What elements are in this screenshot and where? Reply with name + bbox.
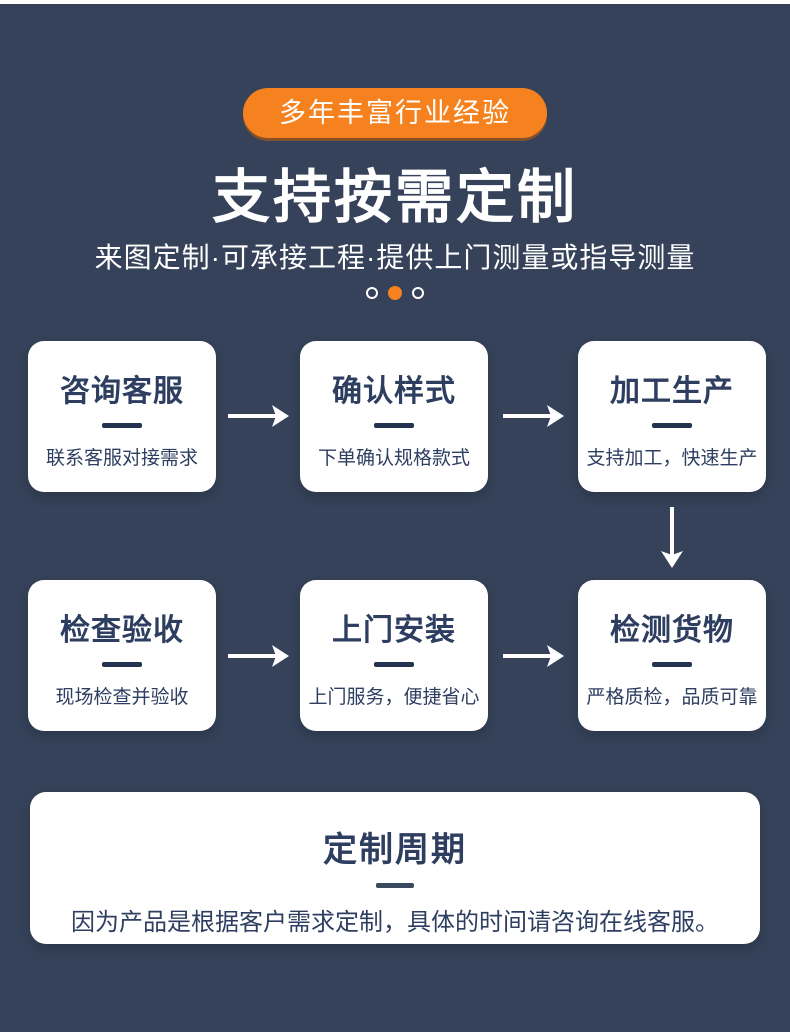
step-title: 确认样式 bbox=[332, 375, 456, 408]
title-dash bbox=[652, 423, 692, 428]
step-title: 上门安装 bbox=[332, 614, 456, 647]
down-arrow-icon bbox=[657, 505, 687, 569]
title-dash bbox=[374, 423, 414, 428]
right-arrow-icon bbox=[226, 641, 290, 671]
step-desc: 严格质检，品质可靠 bbox=[586, 687, 758, 708]
right-arrow-icon bbox=[226, 401, 290, 431]
experience-badge: 多年丰富行业经验 bbox=[243, 88, 547, 138]
title-dash bbox=[102, 662, 142, 667]
customization-cycle-card: 定制周期 因为产品是根据客户需求定制，具体的时间请咨询在线客服。 bbox=[30, 792, 760, 944]
step-card-confirm-style: 确认样式 下单确认规格款式 bbox=[300, 341, 488, 492]
carousel-dot-1[interactable] bbox=[366, 287, 378, 299]
title-dash bbox=[376, 883, 414, 888]
step-desc: 下单确认规格款式 bbox=[317, 448, 470, 469]
title-dash bbox=[374, 662, 414, 667]
step-title: 检测货物 bbox=[610, 614, 734, 647]
page-title: 支持按需定制 bbox=[211, 165, 578, 230]
step-title: 检查验收 bbox=[60, 614, 184, 647]
step-card-onsite-install: 上门安装 上门服务，便捷省心 bbox=[300, 580, 488, 731]
step-desc: 现场检查并验收 bbox=[55, 687, 189, 708]
step-desc: 联系客服对接需求 bbox=[45, 448, 198, 469]
info-card-desc: 因为产品是根据客户需求定制，具体的时间请咨询在线客服。 bbox=[71, 909, 719, 936]
info-card-title: 定制周期 bbox=[323, 831, 467, 869]
carousel-dots bbox=[0, 286, 790, 300]
step-card-inspect-goods: 检测货物 严格质检，品质可靠 bbox=[578, 580, 766, 731]
step-desc: 支持加工，快速生产 bbox=[586, 448, 758, 469]
page-subtitle: 来图定制·可承接工程·提供上门测量或指导测量 bbox=[94, 242, 696, 273]
step-card-consult-service: 咨询客服 联系客服对接需求 bbox=[28, 341, 216, 492]
title-dash bbox=[652, 662, 692, 667]
step-title: 咨询客服 bbox=[60, 375, 184, 408]
carousel-dot-2-active[interactable] bbox=[388, 286, 402, 300]
step-desc: 上门服务，便捷省心 bbox=[308, 687, 480, 708]
carousel-dot-3[interactable] bbox=[412, 287, 424, 299]
step-card-check-acceptance: 检查验收 现场检查并验收 bbox=[28, 580, 216, 731]
title-dash bbox=[102, 423, 142, 428]
top-edge-strip bbox=[0, 0, 790, 4]
right-arrow-icon bbox=[501, 641, 565, 671]
step-title: 加工生产 bbox=[610, 375, 734, 408]
step-card-production: 加工生产 支持加工，快速生产 bbox=[578, 341, 766, 492]
right-arrow-icon bbox=[501, 401, 565, 431]
